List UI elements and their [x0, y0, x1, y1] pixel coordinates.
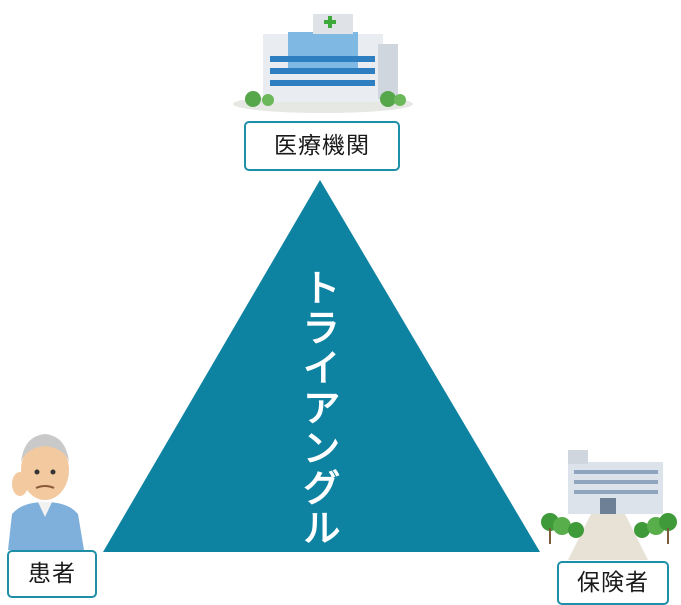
office-building-icon — [541, 450, 677, 560]
insurer-label: 保険者 — [557, 561, 669, 605]
elderly-patient-icon — [8, 434, 84, 550]
medical-institution-label: 医療機関 — [244, 121, 400, 171]
triangle-shape — [103, 180, 540, 552]
hospital-icon — [233, 14, 413, 113]
patient-label: 患者 — [7, 550, 97, 598]
triangle-center-label: トライアングル — [296, 268, 340, 548]
